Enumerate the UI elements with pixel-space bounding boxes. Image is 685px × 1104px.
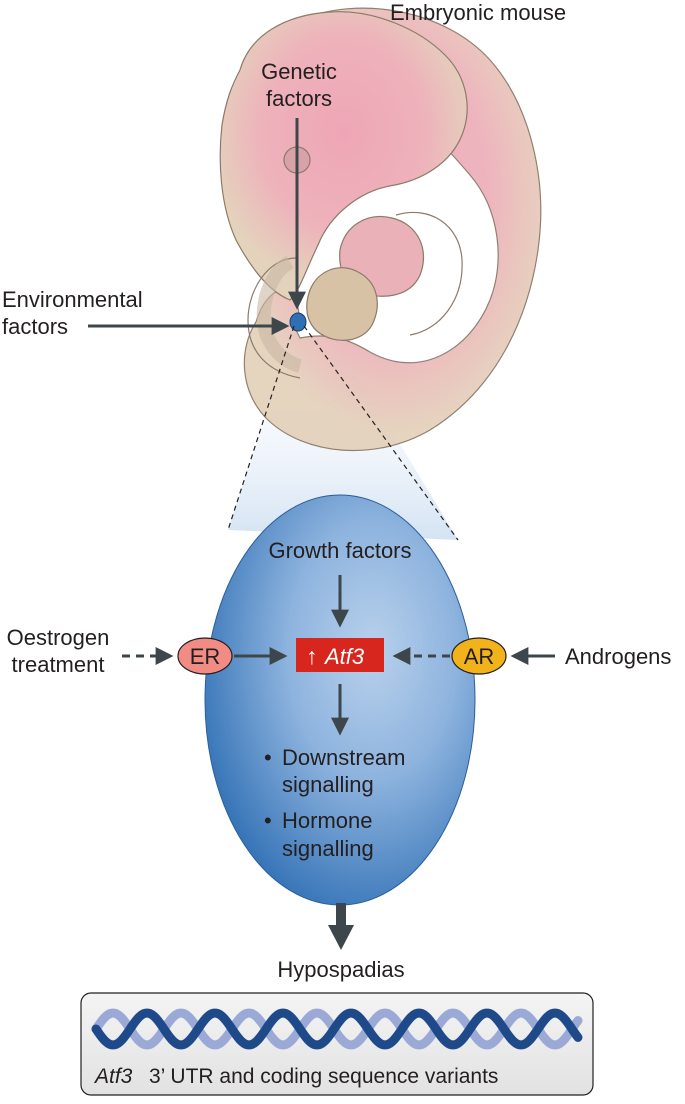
hormone-label-line2: signalling — [282, 836, 374, 861]
atf3-box: ↑ Atf3 — [296, 638, 384, 672]
embryo-illustration — [219, 7, 542, 540]
ar-node: AR — [451, 637, 507, 675]
er-label: ER — [190, 644, 221, 669]
zoom-line-right — [303, 325, 459, 541]
growth-factors-label: Growth factors — [268, 538, 411, 563]
genetic-factors-label-line2: factors — [266, 86, 332, 111]
embryo-hindlimb — [306, 267, 378, 341]
genetic-factors-label-line1: Genetic — [261, 59, 337, 84]
hormone-label-line1: Hormone — [282, 808, 372, 833]
atf3-box-label: Atf3 — [323, 644, 365, 669]
genital-tubercle — [289, 312, 307, 332]
embryonic-mouse-label: Embryonic mouse — [390, 0, 566, 25]
embryo-tail — [247, 257, 301, 379]
dna-caption: 3’ UTR and coding sequence variants — [149, 1065, 498, 1088]
er-node: ER — [177, 637, 233, 675]
downstream-label-line1: Downstream — [282, 745, 405, 770]
environmental-factors-label-line1: Environmental — [2, 287, 143, 312]
atf3-up-arrow: ↑ — [306, 643, 318, 669]
hypospadias-arrow — [328, 903, 354, 950]
dna-gene-label: Atf3 — [93, 1065, 133, 1088]
dna-strand-light — [91, 1008, 583, 1050]
embryo-head — [219, 11, 468, 301]
dna-strand-dark — [91, 1008, 583, 1050]
androgens-label: Androgens — [565, 644, 671, 669]
hormone-bullet: • — [264, 808, 272, 833]
downstream-bullet: • — [264, 745, 272, 770]
environmental-factors-label-line2: factors — [2, 314, 68, 339]
downstream-label-line2: signalling — [282, 772, 374, 797]
ar-label: AR — [464, 644, 495, 669]
dna-helix — [91, 1008, 583, 1050]
oestrogen-treatment-label-line2: treatment — [12, 652, 105, 677]
oestrogen-treatment-label-line1: Oestrogen — [7, 625, 110, 650]
hypospadias-label: Hypospadias — [277, 957, 404, 982]
